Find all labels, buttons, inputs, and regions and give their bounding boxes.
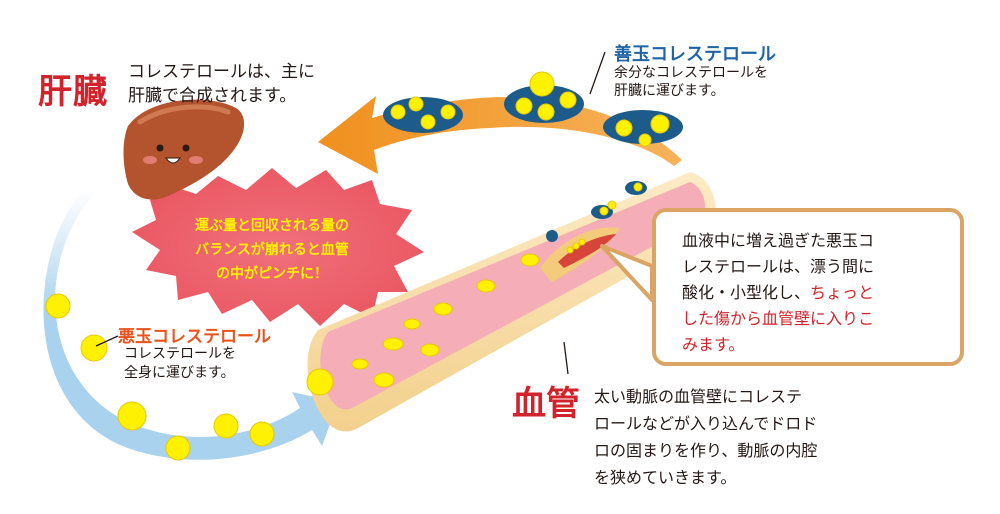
bad-cholesterol-title: 悪玉コレステロール bbox=[118, 327, 271, 347]
blood-vessel-description-line4: を狭めていきます。 bbox=[594, 468, 737, 487]
liver-title: 肝臓 bbox=[38, 72, 108, 112]
warning-burst-text: 運ぶ量と回収される量の バランスが崩れると血管 の中がピンチに！ bbox=[162, 214, 382, 286]
bad-cholesterol-description-line1: コレステロールを bbox=[124, 346, 236, 362]
good-cholesterol-description-line1: 余分なコレステロールを bbox=[614, 65, 768, 81]
blood-vessel-description-line1: 太い動脈の血管壁にコレステ bbox=[594, 387, 803, 406]
blood-vessel-description: 太い動脈の血管壁にコレステ ロールなどが入り込んでドロド ロの固まりを作り、動脈… bbox=[594, 383, 884, 491]
liver-icon bbox=[123, 99, 245, 200]
info-box-line1: 血液中に増え過ぎた悪玉コ bbox=[682, 231, 875, 250]
artery-icon bbox=[307, 172, 716, 432]
warning-burst-line3: の中がピンチに！ bbox=[216, 266, 328, 282]
warning-burst-line2: バランスが崩れると血管 bbox=[195, 242, 349, 258]
info-box-line2: レステロールは、漂う間に bbox=[682, 257, 875, 276]
liver-description-line2: 肝臓で合成されます。 bbox=[128, 86, 297, 106]
blue-arrow-icon bbox=[43, 190, 338, 460]
warning-burst-line1: 運ぶ量と回収される量の bbox=[195, 218, 349, 234]
bad-cholesterol-particles bbox=[45, 293, 334, 461]
info-box-line3-highlight: ちょっと bbox=[810, 283, 875, 302]
blood-vessel-title: 血管 bbox=[512, 384, 580, 424]
bad-cholesterol-description: コレステロールを 全身に運びます。 bbox=[124, 345, 236, 383]
good-cholesterol-title: 善玉コレステロール bbox=[614, 44, 776, 65]
info-box-line4: した傷から血管壁に入りこ bbox=[682, 309, 875, 328]
liver-description: コレステロールは、主に 肝臓で合成されます。 bbox=[128, 60, 315, 108]
blood-vessel-description-line2: ロールなどが入り込んでドロド bbox=[594, 414, 818, 433]
info-box-line5: みます。 bbox=[682, 335, 745, 354]
good-cholesterol-description-line2: 肝臓に運びます。 bbox=[614, 83, 725, 99]
blood-vessel-description-line3: ロの固まりを作り、動脈の内腔 bbox=[594, 441, 818, 460]
info-box-line3-normal: 酸化・小型化し、 bbox=[682, 283, 811, 302]
info-box bbox=[652, 208, 964, 366]
info-box-text: 血液中に増え過ぎた悪玉コ レステロールは、漂う間に 酸化・小型化し、ちょっと し… bbox=[682, 228, 952, 358]
liver-description-line1: コレステロールは、主に bbox=[128, 62, 315, 82]
bad-cholesterol-description-line2: 全身に運びます。 bbox=[124, 365, 235, 381]
orange-arrow-icon bbox=[318, 71, 683, 174]
good-cholesterol-description: 余分なコレステロールを 肝臓に運びます。 bbox=[614, 64, 768, 100]
burst-icon bbox=[132, 168, 424, 326]
leader-lines bbox=[95, 51, 606, 375]
info-box-line3: 酸化・小型化し、ちょっと bbox=[682, 280, 952, 306]
